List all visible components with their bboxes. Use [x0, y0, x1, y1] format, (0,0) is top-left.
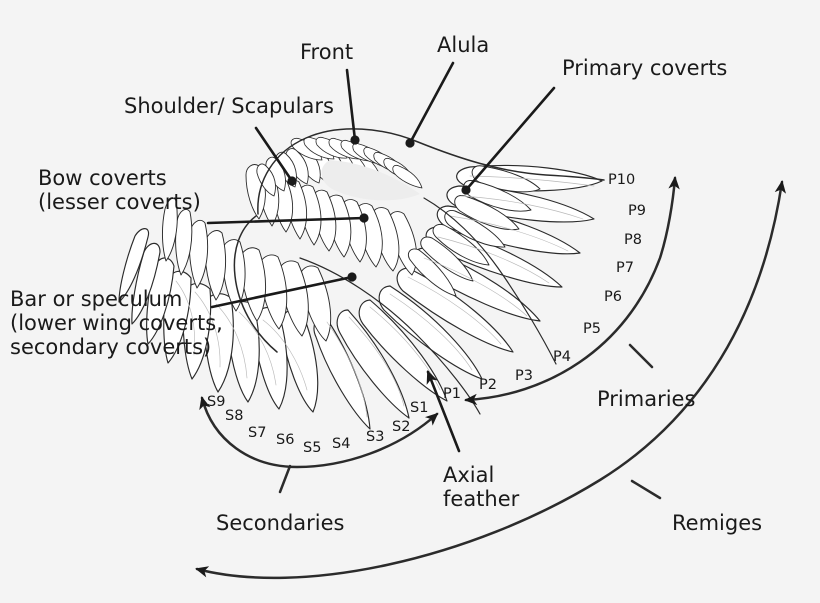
label-p10: P10 — [608, 172, 636, 188]
label-bar-or-speculum: Bar or speculum (lower wing coverts, sec… — [10, 287, 223, 359]
label-p9: P9 — [628, 203, 646, 219]
label-s1: S1 — [410, 400, 429, 416]
label-p1: P1 — [443, 386, 461, 402]
label-front: Front — [300, 40, 354, 64]
leader-alula — [408, 61, 455, 145]
leader-front — [345, 68, 357, 142]
remiges-arc — [195, 180, 787, 580]
label-p2: P2 — [479, 377, 497, 393]
label-axial-feather: Axial feather — [443, 463, 520, 511]
label-remiges-group: Remiges — [672, 511, 763, 535]
label-s9: S9 — [207, 394, 226, 410]
leader-dot-shoulder-scapulars — [287, 176, 297, 186]
remiges-arc-tick — [630, 479, 662, 500]
label-s2: S2 — [392, 419, 411, 435]
group-arcs — [195, 176, 787, 580]
label-p7: P7 — [616, 260, 634, 276]
label-p4: P4 — [553, 349, 571, 365]
leader-shoulder-scapulars — [254, 126, 294, 183]
label-p5: P5 — [583, 321, 601, 337]
label-primary-coverts: Primary coverts — [562, 56, 728, 80]
label-bow-coverts: Bow coverts (lesser coverts) — [38, 166, 201, 214]
label-s4: S4 — [332, 436, 351, 452]
leader-dot-primary-coverts — [461, 185, 471, 195]
scapulars-group — [290, 137, 423, 189]
label-shoulder-scapulars: Shoulder/ Scapulars — [124, 94, 334, 118]
label-secondaries-group: Secondaries — [216, 511, 345, 535]
leader-dot-alula — [405, 138, 415, 148]
label-s6: S6 — [276, 432, 295, 448]
secondaries-arc-tick — [278, 464, 292, 494]
label-s7: S7 — [248, 425, 267, 441]
label-primaries-group: Primaries — [597, 387, 696, 411]
label-s5: S5 — [303, 440, 322, 456]
label-s3: S3 — [366, 429, 385, 445]
leader-dot-front — [350, 135, 360, 145]
label-alula: Alula — [437, 33, 490, 57]
axial-feather-arrow — [426, 370, 461, 453]
label-p6: P6 — [604, 289, 622, 305]
label-p3: P3 — [515, 368, 533, 384]
primaries-arc-tick — [628, 343, 654, 369]
label-s8: S8 — [225, 408, 244, 424]
leader-dot-bow-coverts — [359, 213, 369, 223]
leader-primary-coverts — [464, 86, 556, 192]
leader-dot-bar-or-speculum — [347, 272, 357, 282]
label-p8: P8 — [624, 232, 642, 248]
